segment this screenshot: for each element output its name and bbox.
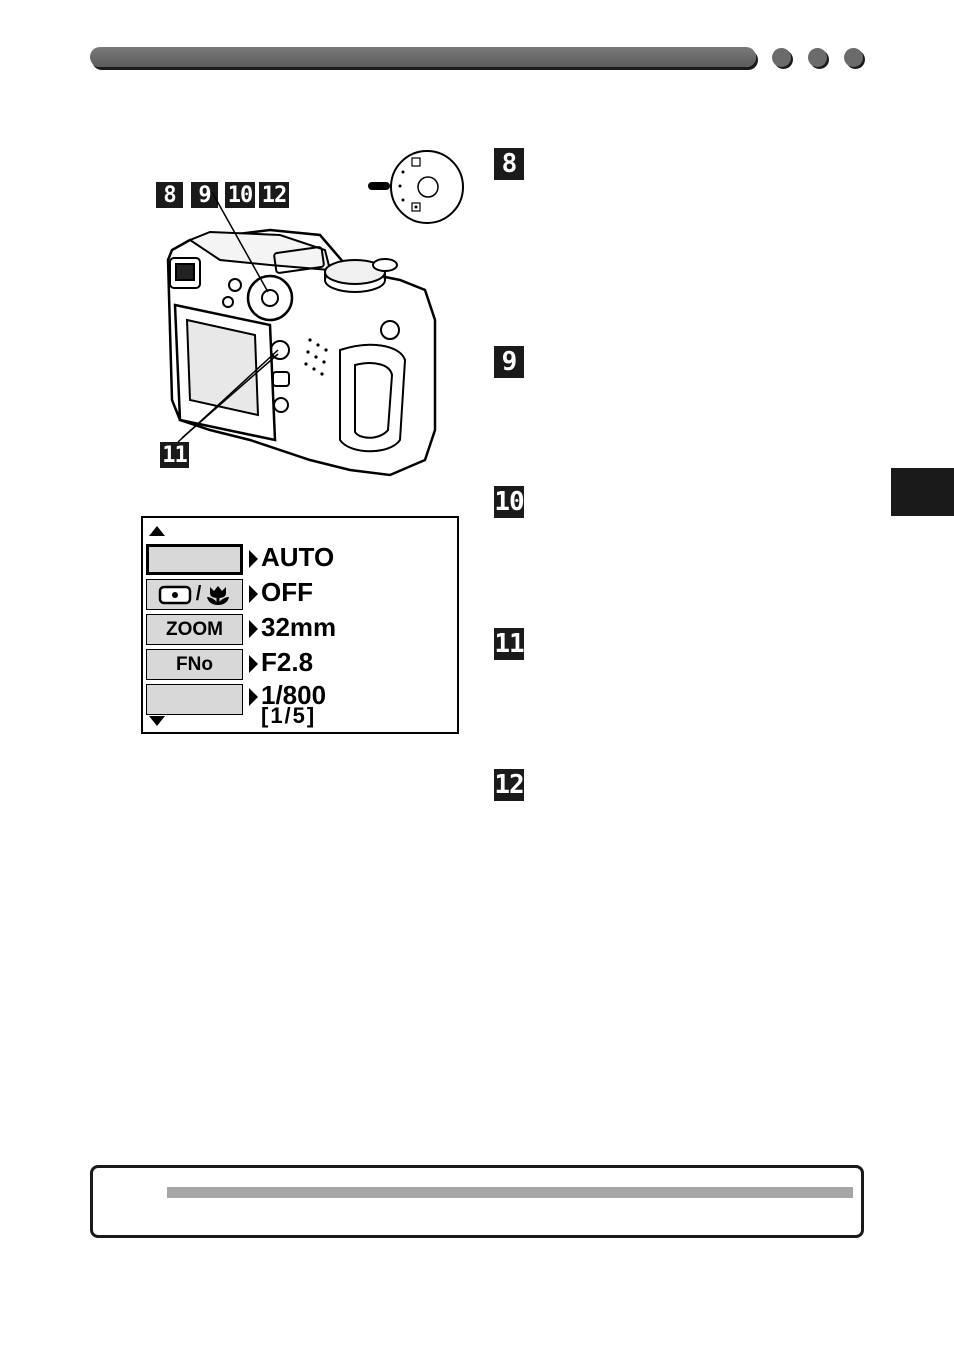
header-dot bbox=[808, 48, 827, 67]
menu-label-fno[interactable]: FNo bbox=[146, 649, 243, 680]
marker-8: 8 bbox=[494, 148, 524, 180]
menu-value-fno: F2.8 bbox=[261, 647, 314, 677]
header-dot bbox=[844, 48, 863, 67]
callout-12: 12 bbox=[259, 182, 289, 208]
note-box bbox=[90, 1165, 864, 1238]
callout-8: 8 bbox=[156, 182, 183, 208]
header-bar bbox=[90, 47, 756, 67]
callout-9: 9 bbox=[191, 182, 218, 208]
pointer-icon bbox=[249, 620, 258, 638]
spot-metering-icon bbox=[158, 585, 191, 604]
note-header-bar bbox=[167, 1187, 853, 1198]
menu-label-zoom[interactable]: ZOOM bbox=[146, 614, 243, 645]
pointer-icon bbox=[249, 655, 258, 673]
pointer-icon bbox=[249, 688, 258, 706]
menu-label-row-2[interactable]: / bbox=[146, 579, 243, 610]
menu-value-spot-macro: OFF bbox=[261, 577, 313, 607]
marker-11: 11 bbox=[494, 628, 525, 660]
pointer-icon bbox=[249, 550, 258, 568]
page-indicator: [1/5] bbox=[261, 703, 317, 728]
menu-label-shutter[interactable] bbox=[146, 684, 243, 715]
marker-9: 9 bbox=[494, 346, 524, 378]
triangle-up-icon[interactable] bbox=[149, 526, 165, 536]
menu-value-shutter: 1/800 bbox=[261, 680, 327, 710]
mode-dial-illustration bbox=[368, 150, 464, 224]
menu-label-row-1[interactable] bbox=[146, 544, 243, 575]
camera-illustration bbox=[166, 191, 437, 477]
marker-12: 12 bbox=[494, 769, 525, 801]
pointer-icon bbox=[249, 585, 258, 603]
menu-value-zoom: 32mm bbox=[261, 612, 337, 642]
callout-10: 10 bbox=[225, 182, 255, 208]
menu-value-wb: AUTO bbox=[261, 542, 335, 572]
header-dot bbox=[772, 48, 791, 67]
shooting-info-menu: AUTO / OFF ZOOM 32mm FNo F2.8 1/800 [1/5… bbox=[141, 516, 459, 734]
marker-10: 10 bbox=[494, 486, 525, 518]
callout-11: 11 bbox=[160, 442, 189, 468]
chapter-tab bbox=[891, 468, 954, 516]
tulip-macro-icon bbox=[207, 585, 230, 605]
triangle-down-icon[interactable] bbox=[149, 716, 165, 726]
